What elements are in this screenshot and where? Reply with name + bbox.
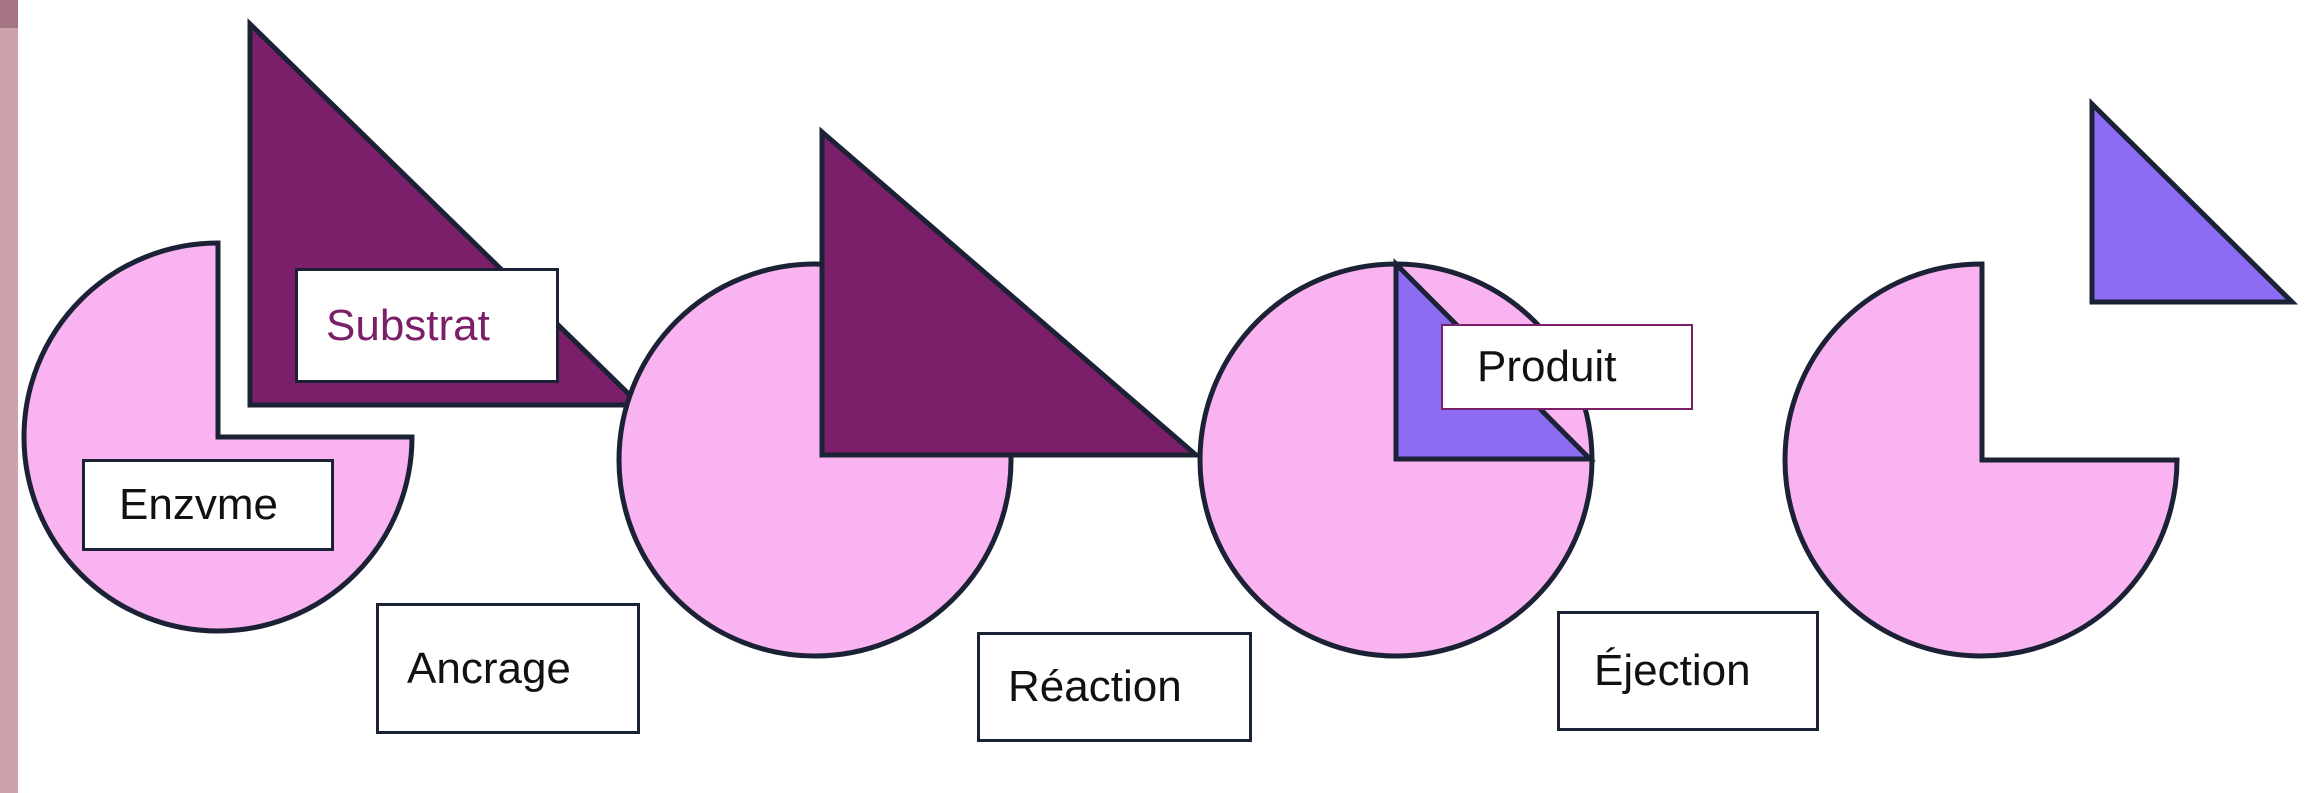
enzyme-shape-4 <box>1782 261 2180 659</box>
substrate-label: Substrat <box>295 268 559 383</box>
step-reaction-label: Réaction <box>977 632 1252 742</box>
enzyme-label: Enzvme <box>82 459 334 551</box>
substrate-shape-2 <box>819 126 1203 458</box>
step-ejection-label: Éjection <box>1557 611 1819 731</box>
product-label: Produit <box>1441 324 1693 410</box>
slide-edge-accent <box>0 0 18 28</box>
slide-edge-bar <box>0 0 18 793</box>
product-shape-2 <box>2089 98 2299 305</box>
step-anchoring-label: Ancrage <box>376 603 640 734</box>
